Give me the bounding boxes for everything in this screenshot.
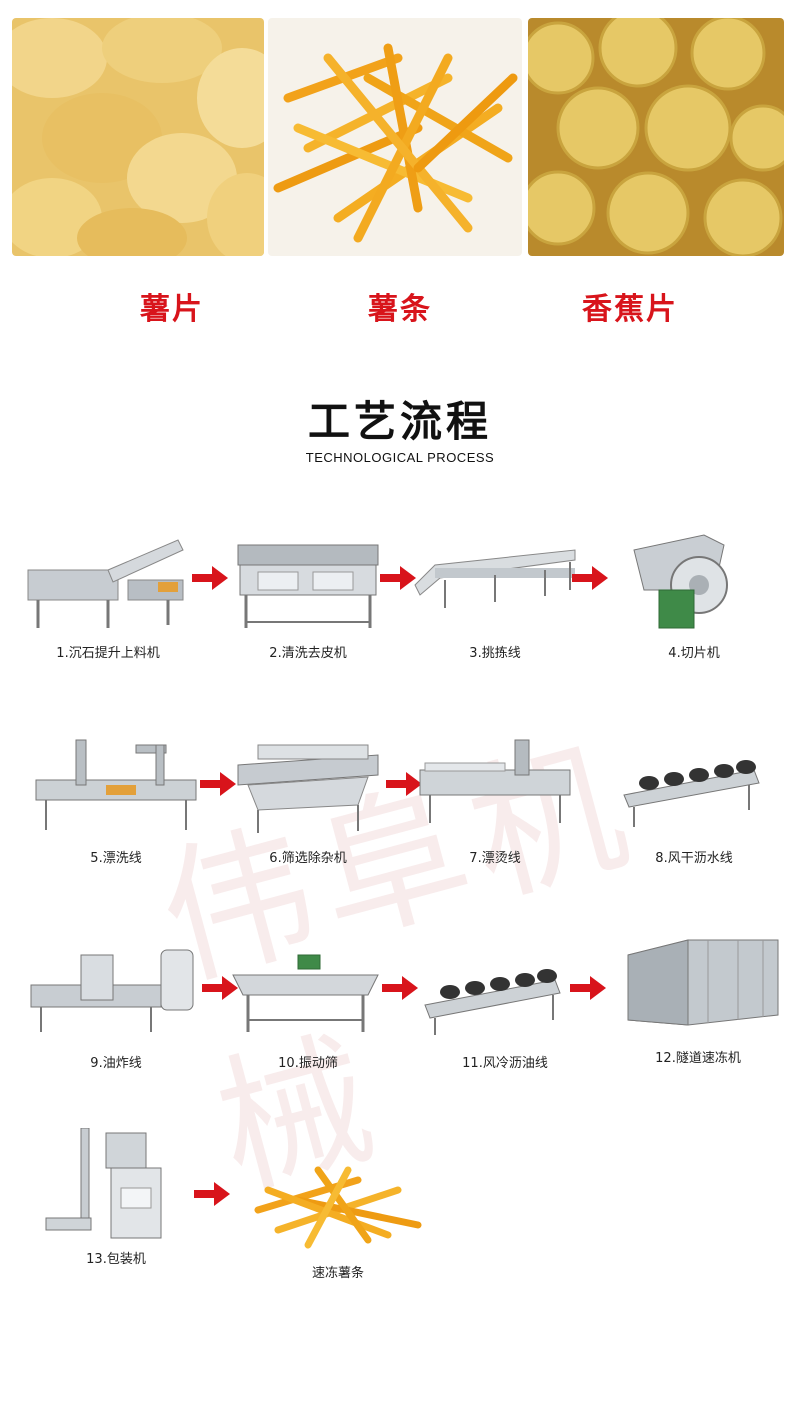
- arrow-right-icon: [572, 566, 608, 590]
- step-caption: 12.隧道速冻机: [655, 1051, 741, 1066]
- step-1: 1.沉石提升上料机: [18, 530, 198, 661]
- arrow-right-icon: [200, 772, 236, 796]
- section-subtitle: TECHNOLOGICAL PROCESS: [305, 450, 495, 465]
- machine-washer-peeler-image: [237, 544, 379, 628]
- product-label-potato-chips: 薯片: [140, 292, 204, 327]
- machine-packaging-image: [45, 1128, 162, 1239]
- arrow-right-icon: [194, 1182, 230, 1206]
- machine-air-cooling-de-oiling-image: [424, 969, 561, 1035]
- step-13: 13.包装机: [26, 1128, 206, 1267]
- step-14: 速冻薯条: [248, 1150, 428, 1281]
- arrow-right-icon: [192, 566, 228, 590]
- step-caption: 4.切片机: [668, 646, 720, 661]
- frozen-fries-image: [254, 1166, 422, 1249]
- product-label-french-fries: 薯条: [368, 292, 432, 327]
- machine-tunnel-freezer-image: [627, 939, 779, 1026]
- machine-elevator-image: [27, 539, 184, 628]
- step-3: 3.挑拣线: [405, 530, 585, 661]
- step-caption: 2.清洗去皮机: [269, 646, 347, 661]
- photo-french-fries: [268, 18, 522, 256]
- step-12: 12.隧道速冻机: [608, 935, 788, 1066]
- step-10: 10.振动筛: [218, 940, 398, 1071]
- step-caption: 3.挑拣线: [469, 646, 521, 661]
- arrow-right-icon: [386, 772, 422, 796]
- machine-frying-line-image: [30, 949, 194, 1032]
- step-caption: 8.风干沥水线: [655, 851, 733, 866]
- machine-vibrating-screen-image: [232, 954, 379, 1032]
- section-title: 工艺流程: [307, 397, 492, 446]
- step-2: 2.清洗去皮机: [218, 530, 398, 661]
- arrow-right-icon: [382, 976, 418, 1000]
- step-caption: 9.油炸线: [90, 1056, 142, 1071]
- step-caption: 7.漂烫线: [469, 851, 521, 866]
- step-caption: 速冻薯条: [311, 1266, 364, 1281]
- step-caption: 11.风冷沥油线: [462, 1056, 548, 1071]
- arrow-right-icon: [380, 566, 416, 590]
- product-label-banana-chips: 香蕉片: [582, 292, 678, 327]
- machine-sorting-line-image: [414, 549, 576, 608]
- step-11: 11.风冷沥油线: [415, 940, 595, 1071]
- step-caption: 1.沉石提升上料机: [56, 646, 160, 661]
- photo-banana-chips: [528, 18, 784, 256]
- step-5: 5.漂洗线: [26, 735, 206, 866]
- step-caption: 5.漂洗线: [90, 851, 142, 866]
- machine-rinsing-line-image: [35, 739, 197, 830]
- step-caption: 13.包装机: [86, 1252, 146, 1267]
- machine-slicer-image: [633, 534, 728, 629]
- machine-screening-image: [237, 744, 379, 833]
- step-4: 4.切片机: [604, 530, 784, 661]
- step-caption: 6.筛选除杂机: [269, 851, 347, 866]
- step-caption: 10.振动筛: [278, 1056, 338, 1071]
- step-7: 7.漂烫线: [405, 735, 585, 866]
- machine-air-drying-line-image: [623, 760, 760, 827]
- step-8: 8.风干沥水线: [604, 735, 784, 866]
- arrow-right-icon: [202, 976, 238, 1000]
- step-9: 9.油炸线: [26, 940, 206, 1071]
- step-6: 6.筛选除杂机: [218, 735, 398, 866]
- machine-blanching-line-image: [419, 739, 571, 823]
- photo-potato-chips: [12, 18, 264, 256]
- arrow-right-icon: [570, 976, 606, 1000]
